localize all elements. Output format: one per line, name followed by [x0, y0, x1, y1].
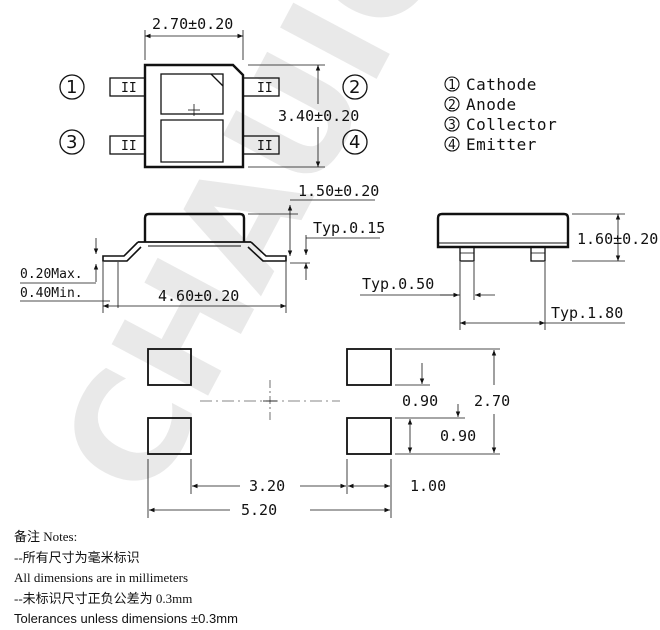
pin-4-label: 4 — [349, 132, 360, 153]
package-drawing: CHAUIGIT 2.70±0.20 3.40±0.20 1 3 2 4 II — [20, 0, 658, 520]
dim-typ-180: Typ.1.80 — [551, 304, 623, 322]
dim-lead-max: 0.20Max. — [20, 267, 83, 282]
legend-num-1: 1 — [448, 78, 456, 93]
legend-anode: Anode — [466, 95, 517, 114]
legend-num-4: 4 — [448, 138, 456, 153]
pin-3-label: 3 — [66, 132, 77, 153]
dim-body-height: 3.40±0.20 — [278, 107, 359, 125]
dim-typ-015: Typ.0.15 — [313, 219, 385, 237]
dim-pad-090-b: 0.90 — [440, 427, 476, 445]
dim-lead-height: 1.50±0.20 — [298, 182, 379, 200]
lead-mark-1: II — [121, 81, 137, 96]
lead-mark-3: II — [121, 139, 137, 154]
legend-cathode: Cathode — [466, 75, 537, 94]
side-view — [20, 199, 380, 313]
pin-2-label: 2 — [349, 77, 360, 98]
legend-num-2: 2 — [448, 98, 456, 113]
footprint — [147, 348, 500, 518]
notes-line-units-en: All dimensions are in millimeters — [14, 570, 189, 585]
dim-pad-520: 5.20 — [241, 501, 277, 519]
dim-pad-270: 2.70 — [474, 392, 510, 410]
lead-mark-4: II — [257, 139, 273, 154]
pin-1-label: 1 — [66, 77, 77, 98]
lead-mark-2: II — [257, 81, 273, 96]
dim-typ-050: Typ.0.50 — [362, 275, 434, 293]
legend-num-3: 3 — [448, 118, 456, 133]
dim-pad-100: 1.00 — [410, 477, 446, 495]
dim-total-length: 4.60±0.20 — [158, 287, 239, 305]
dim-side-height: 1.60±0.20 — [577, 230, 658, 248]
dim-lead-min: 0.40Min. — [20, 286, 83, 301]
notes-heading: 备注 Notes: — [14, 529, 78, 544]
legend-collector: Collector — [466, 115, 557, 134]
pin-legend — [444, 76, 460, 152]
dim-pad-090-a: 0.90 — [402, 392, 438, 410]
end-view — [360, 212, 625, 330]
dim-top-width: 2.70±0.20 — [152, 15, 233, 33]
notes-section: 备注 Notes: --所有尺寸为毫米标识 All dimensions are… — [14, 527, 238, 630]
notes-line-tolerance-cn: --未标识尺寸正负公差为 0.3mm — [14, 590, 193, 606]
notes-line-tolerance-en: Tolerances unless dimensions ±0.3mm — [14, 611, 238, 626]
top-view — [59, 30, 368, 169]
legend-emitter: Emitter — [466, 135, 537, 154]
dim-pad-320: 3.20 — [249, 477, 285, 495]
notes-line-units-cn: --所有尺寸为毫米标识 — [14, 549, 140, 565]
